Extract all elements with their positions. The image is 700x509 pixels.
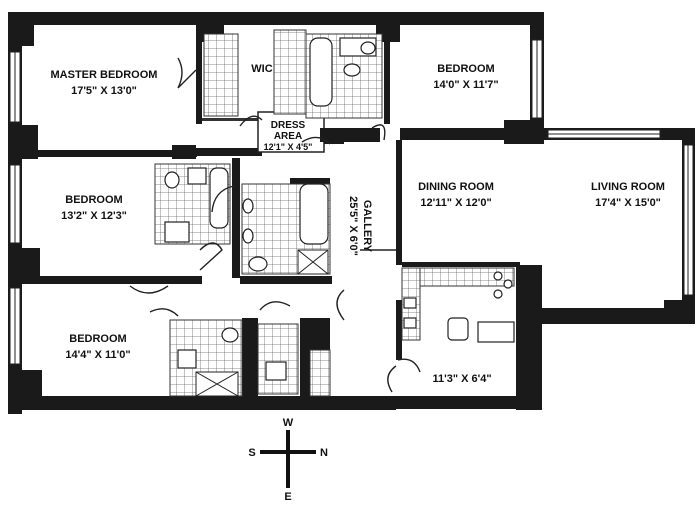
- room-name: DINING ROOM: [418, 181, 494, 193]
- compass-east-label: E: [284, 491, 291, 503]
- compass-west-label: W: [283, 417, 294, 429]
- room-label-bedroom-ne: BEDROOM 14'0" X 11'7": [433, 63, 498, 91]
- door-swings: [129, 57, 421, 393]
- room-name: LIVING ROOM: [591, 181, 665, 193]
- room-label-wic: WIC: [251, 63, 272, 75]
- kitchen-fixtures: [401, 267, 515, 343]
- room-label-bedroom-mid: BEDROOM 13'2" X 12'3": [61, 194, 127, 222]
- room-dims: 17'4" X 15'0": [595, 197, 661, 209]
- room-label-bedroom-sw: BEDROOM 14'4" X 11'0": [65, 333, 130, 361]
- room-name: MASTER BEDROOM: [51, 69, 158, 81]
- compass-south-label: S: [248, 447, 255, 459]
- room-name: GALLERY: [361, 200, 373, 253]
- room-label-gallery: GALLERY 25'5" X 6'0": [347, 196, 373, 256]
- room-label-dining-room: DINING ROOM 12'11" X 12'0": [418, 181, 494, 209]
- bathroom-sw: [169, 319, 331, 397]
- room-name: BEDROOM: [437, 63, 494, 75]
- room-dims: 25'5" X 6'0": [347, 196, 359, 256]
- compass-rose: W S N E: [248, 417, 328, 503]
- room-dims: 13'2" X 12'3": [61, 210, 127, 222]
- room-name: BEDROOM: [65, 194, 122, 206]
- room-name-line2: AREA: [274, 131, 302, 142]
- room-dims: 12'1" X 4'5": [264, 142, 313, 152]
- windows: [9, 39, 694, 365]
- compass-north-label: N: [320, 447, 328, 459]
- walk-in-closet: [203, 29, 307, 117]
- room-label-master-bedroom: MASTER BEDROOM 17'5" X 13'0": [51, 69, 158, 97]
- bathroom-mid-bedroom: [154, 163, 231, 245]
- room-label-dress-area: DRESS AREA 12'1" X 4'5": [264, 120, 313, 152]
- room-label-kitchen-dims: 11'3" X 6'4": [432, 373, 491, 385]
- bathroom-ne: [305, 33, 383, 119]
- bathroom-center: [241, 183, 331, 275]
- room-name-line1: DRESS: [271, 120, 306, 131]
- room-dims: 14'0" X 11'7": [433, 79, 498, 91]
- room-dims: 12'11" X 12'0": [420, 197, 491, 209]
- room-label-living-room: LIVING ROOM 17'4" X 15'0": [591, 181, 665, 209]
- room-name: BEDROOM: [69, 333, 126, 345]
- room-dims: 14'4" X 11'0": [65, 349, 130, 361]
- room-dims: 17'5" X 13'0": [71, 85, 137, 97]
